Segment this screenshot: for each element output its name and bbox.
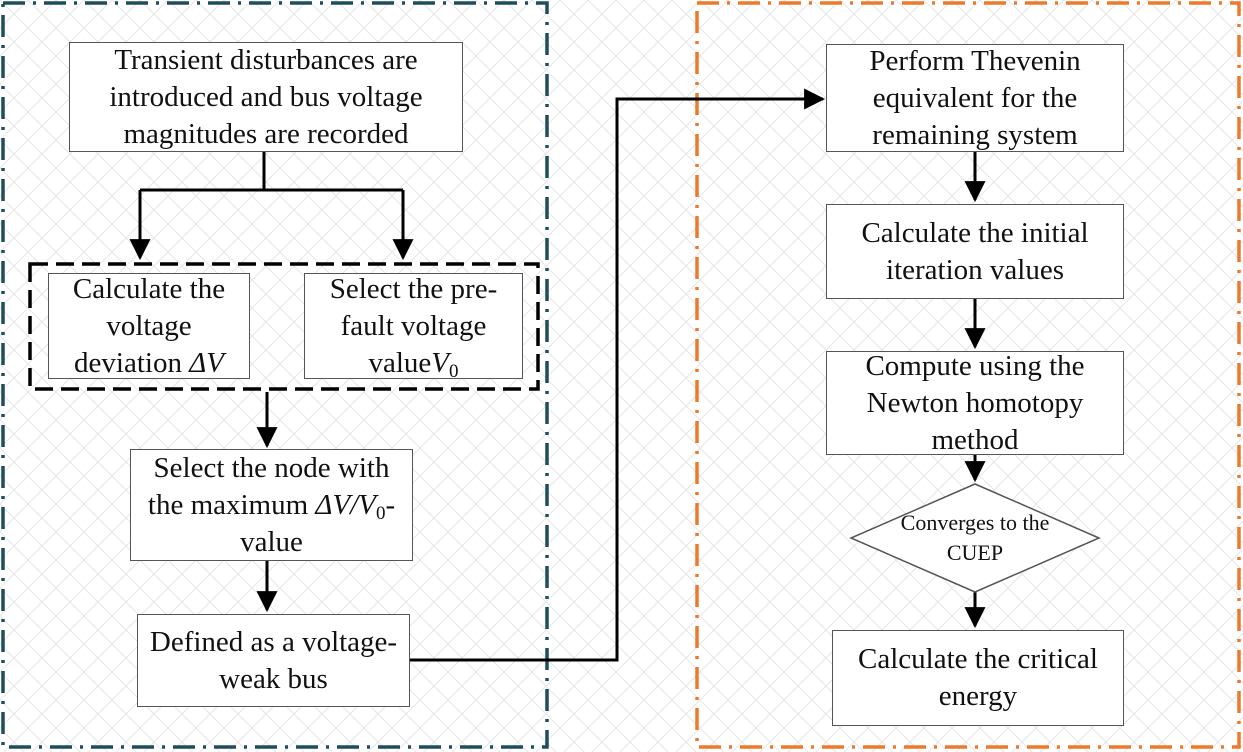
left-panel-frame [1,1,549,749]
box-thevenin-equivalent: Perform Thevenin equivalent for the rema… [826,44,1124,152]
box-critical-energy: Calculate the critical energy [832,630,1124,726]
calc-group-frame [28,262,540,391]
connector-cross [410,88,826,662]
decision-label: Converges to the CUEP [900,510,1050,565]
select-node-symbol: ΔV/V [315,488,376,521]
box-select-node: Select the node with the maximum ΔV/V0-v… [130,449,413,561]
select-node-label: Select the node with the maximum [147,451,390,521]
decision-diamond [849,483,1101,593]
box-prefault-voltage: Select the pre-fault voltage valueV0 [304,272,523,382]
box-transient-disturbances: Transient disturbances are introduced an… [69,42,463,152]
select-node-suffix: -value [240,488,396,558]
box-initial-iteration: Calculate the initial iteration values [826,204,1124,299]
deviation-label: Calculate the voltage deviation [72,272,226,379]
prefault-label: Select the pre-fault voltage value [329,272,498,379]
box-newton-homotopy: Compute using the Newton homotopy method [826,350,1124,456]
box-voltage-deviation: Calculate the voltage deviation ΔV [48,273,250,379]
select-node-subscript: 0 [375,502,386,524]
prefault-symbol: V [431,346,450,379]
deviation-symbol: ΔV [189,346,224,379]
right-panel-frame [695,1,1241,749]
prefault-subscript: 0 [449,360,459,382]
box-voltage-weak-bus: Defined as a voltage-weak bus [137,614,410,707]
connector-split [140,152,403,192]
